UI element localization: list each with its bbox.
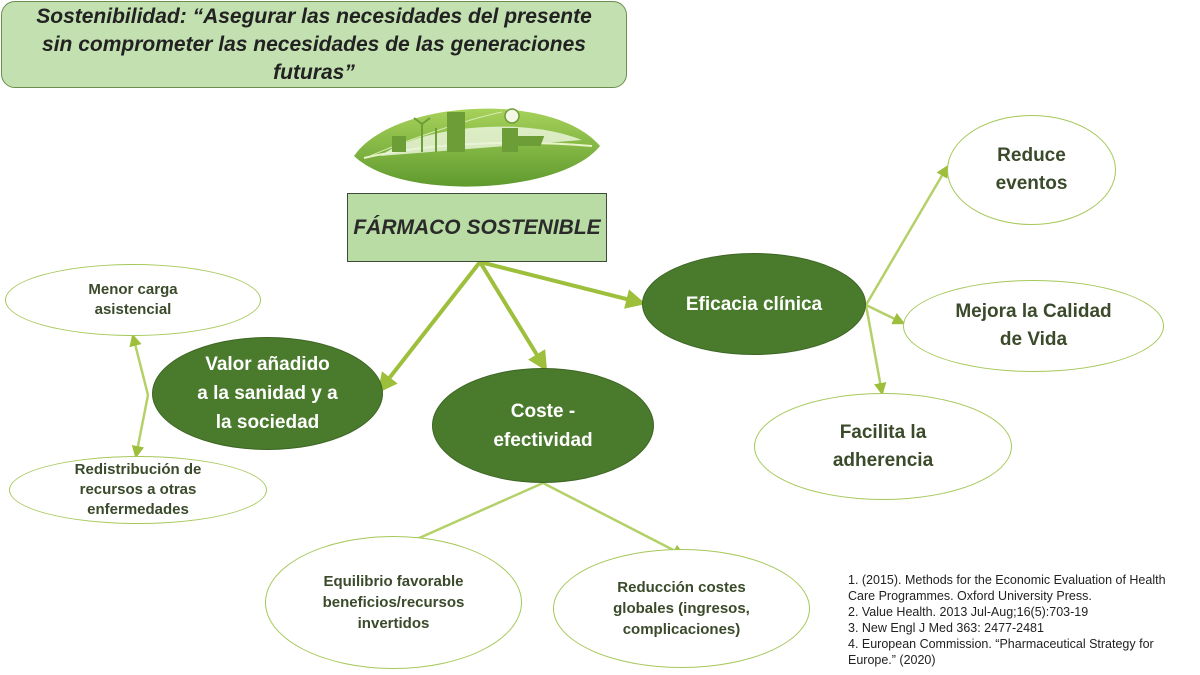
node-eficacia-clinica: Eficacia clínica bbox=[642, 253, 866, 355]
node-text-line: asistencial bbox=[94, 301, 172, 318]
reference-item: 3. New Engl J Med 363: 2477-2481 bbox=[848, 621, 1044, 635]
node-equilibrio: Equilibrio favorable beneficios/recursos… bbox=[265, 536, 522, 669]
arrow-eficacia-to-adherencia bbox=[864, 304, 887, 396]
node-text-line: Valor añadido bbox=[205, 354, 330, 375]
node-text-line: de Vida bbox=[999, 329, 1068, 350]
node-text-line: Coste - bbox=[510, 400, 576, 422]
node-reduce-eventos: Reduce eventos bbox=[947, 115, 1116, 225]
node-text-line: la sociedad bbox=[215, 412, 320, 433]
reference-item: 1. (2015). Methods for the Economic Eval… bbox=[848, 573, 1166, 603]
node-text-line: enfermedades bbox=[87, 501, 189, 518]
eco-leaf-illustration bbox=[354, 108, 600, 187]
node-coste-efectividad: Coste - efectividad bbox=[432, 368, 654, 483]
arrow-center-to-eficacia bbox=[479, 260, 646, 309]
references-list: 1. (2015). Methods for the Economic Eval… bbox=[848, 572, 1196, 668]
node-text-line: beneficios/recursos bbox=[322, 594, 465, 611]
arrow-valor-to-redistribucion bbox=[131, 394, 150, 459]
arrow-coste-to-reduccion bbox=[542, 481, 686, 557]
sustainability-definition-box: Sostenibilidad: “Asegurar las necesidade… bbox=[1, 1, 627, 88]
node-text-line: complicaciones) bbox=[622, 621, 741, 638]
node-valor-anadido: Valor añadido a la sanidad y a la socied… bbox=[152, 337, 383, 450]
node-reduccion-costes: Reducción costes globales (ingresos, com… bbox=[553, 549, 810, 668]
node-text-line: Menor carga bbox=[88, 281, 178, 298]
center-label: FÁRMACO SOSTENIBLE bbox=[353, 215, 601, 239]
node-text-line: efectividad bbox=[493, 429, 593, 451]
node-text-line: adherencia bbox=[832, 449, 934, 471]
node-text-line: a la sanidad y a bbox=[197, 383, 338, 404]
arrow-eficacia-to-reduce-eventos bbox=[864, 164, 949, 306]
node-text-line: Redistribución de bbox=[74, 461, 202, 478]
farmaco-sostenible-box: FÁRMACO SOSTENIBLE bbox=[347, 193, 607, 262]
node-menor-carga: Menor carga asistencial bbox=[5, 264, 261, 336]
node-adherencia: Facilita la adherencia bbox=[754, 393, 1012, 500]
node-text-line: invertidos bbox=[357, 615, 430, 632]
arrow-valor-to-menor-carga bbox=[129, 333, 150, 396]
node-text-line: Facilita la bbox=[839, 421, 927, 443]
reference-item: 2. Value Health. 2013 Jul-Aug;16(5):703-… bbox=[848, 605, 1089, 619]
node-redistribucion: Redistribución de recursos a otras enfer… bbox=[9, 456, 267, 524]
node-text-line: globales (ingresos, bbox=[613, 600, 750, 617]
node-text-line: Eficacia clínica bbox=[685, 293, 823, 315]
node-text-line: Reduce bbox=[997, 145, 1066, 166]
node-text-line: eventos bbox=[995, 173, 1068, 194]
node-text-line: Equilibrio favorable bbox=[323, 573, 464, 590]
node-text-line: Mejora la Calidad bbox=[955, 301, 1112, 322]
arrow-eficacia-to-calidad-vida bbox=[865, 303, 906, 325]
title-line-1: Sostenibilidad: “Asegurar las necesidade… bbox=[36, 4, 592, 56]
node-text-line: recursos a otras bbox=[79, 481, 197, 498]
node-text-line: Reducción costes bbox=[617, 579, 746, 596]
arrow-center-to-coste bbox=[478, 260, 548, 372]
title-line-2: comprometer las necesidades de las gener… bbox=[78, 32, 586, 84]
arrow-center-to-valor bbox=[377, 260, 482, 394]
node-calidad-vida: Mejora la Calidad de Vida bbox=[903, 280, 1164, 372]
reference-item: 4. European Commission. “Pharmaceutical … bbox=[848, 637, 1154, 667]
